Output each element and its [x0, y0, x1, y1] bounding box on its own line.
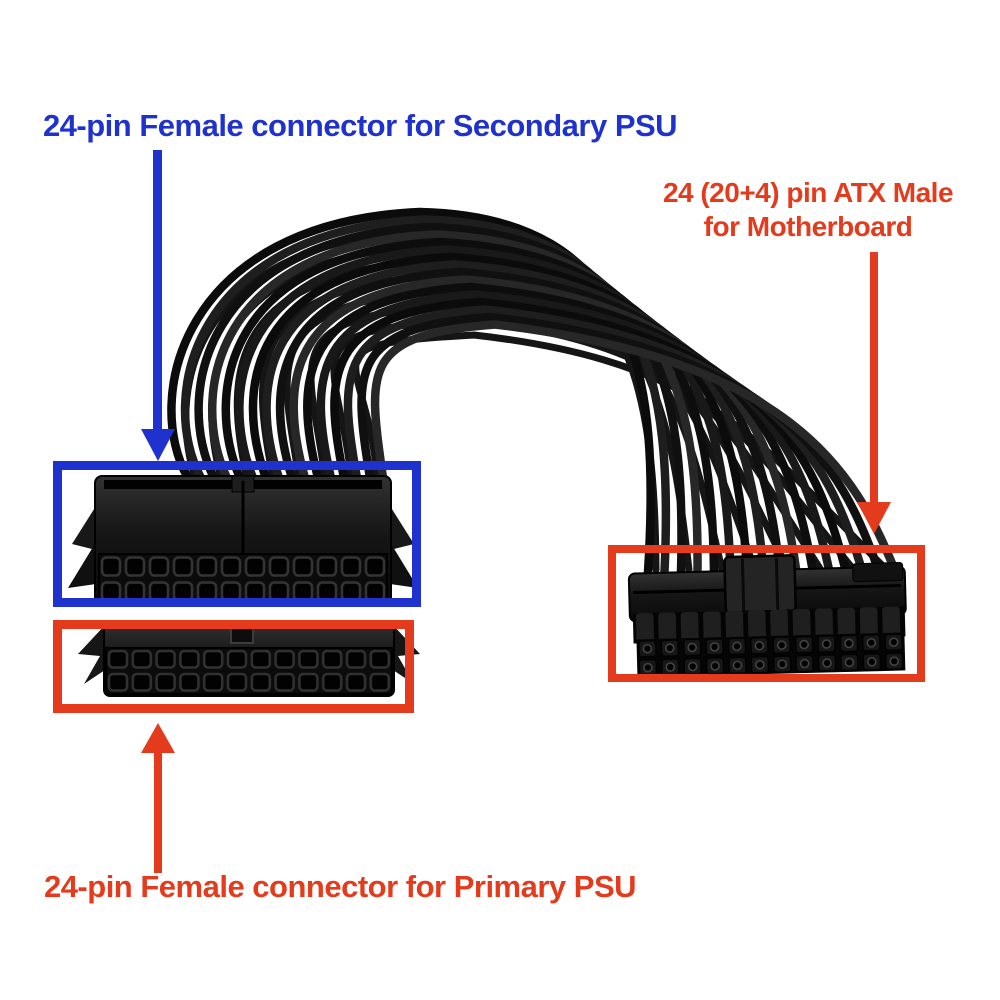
secondary-arrow-head-icon: [141, 429, 175, 461]
motherboard-connector-photo: [627, 554, 907, 678]
wire: [235, 245, 735, 577]
wire: [357, 312, 884, 577]
wire: [167, 207, 655, 577]
latch-wing-left-icon: [68, 542, 96, 588]
wire: [262, 260, 768, 577]
wire: [370, 320, 900, 577]
motherboard-arrow-head-icon: [857, 502, 891, 534]
wire: [248, 252, 752, 577]
latch-wing-right-icon: [390, 506, 414, 550]
wire: [221, 237, 719, 577]
primary-arrow-head-icon: [141, 723, 175, 753]
secondary-connector-box: [53, 461, 421, 607]
latch-wing-left-icon: [78, 624, 108, 684]
wire: [289, 275, 801, 577]
wire: [180, 215, 671, 577]
wire: [207, 230, 702, 577]
wire: [303, 282, 818, 577]
primary-psu-label: 24-pin Female connector for Primary PSU: [43, 869, 637, 904]
wire: [194, 222, 686, 577]
motherboard-label: 24 (20+4) pin ATX Male for Motherboard: [628, 176, 988, 244]
motherboard-connector-box: [608, 545, 925, 682]
wire: [316, 290, 834, 577]
secondary-connector-photo: [68, 475, 418, 605]
motherboard-label-line1: 24 (20+4) pin ATX Male: [662, 177, 954, 208]
primary-arrow-shaft: [154, 751, 162, 873]
wire: [275, 267, 785, 577]
wire: [330, 297, 851, 577]
latch-wing-left-icon: [72, 506, 96, 550]
motherboard-arrow-shaft: [870, 252, 878, 503]
motherboard-label-line2: for Motherboard: [703, 211, 913, 242]
latch-wing-right-icon: [390, 542, 418, 588]
primary-connector-photo: [78, 621, 420, 697]
wire: [343, 305, 867, 577]
secondary-arrow-shaft: [153, 150, 162, 430]
wire-bundle: [167, 207, 900, 577]
primary-connector-box: [53, 620, 414, 713]
secondary-psu-label: 24-pin Female connector for Secondary PS…: [42, 108, 678, 143]
